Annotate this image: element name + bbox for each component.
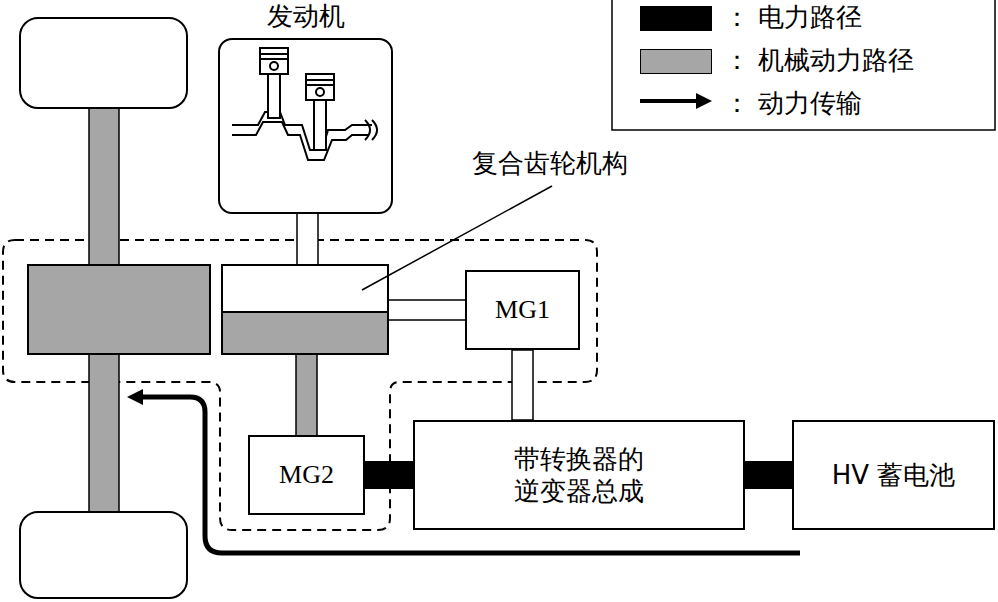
engine-shaft: [297, 212, 318, 267]
node-text: HV 蓄电池: [832, 459, 956, 492]
node-text: MG2: [279, 459, 334, 492]
node-text: MG1: [495, 294, 550, 327]
legend-text: ： 机械动力路径: [722, 45, 916, 76]
wheel: [20, 18, 187, 108]
mg2-shaft: [296, 352, 317, 437]
inverter-box: 带转换器的 逆变器总成: [413, 420, 745, 530]
mg1-shaft: [386, 300, 467, 320]
legend-text: ： 动力传输: [722, 88, 864, 119]
mg2-box: MG2: [248, 435, 365, 515]
arrow-head: [127, 389, 143, 405]
compound-gear-lower: [222, 312, 388, 354]
engine-box: 发动机: [218, 38, 393, 214]
mg1-box: MG1: [465, 270, 580, 350]
node-text: 发动机: [220, 0, 391, 33]
callout-label: 复合齿轮机构: [470, 148, 630, 179]
shaft-connector: [512, 350, 533, 420]
battery-box: HV 蓄电池: [792, 420, 995, 530]
power-flow-arrow: [140, 397, 800, 553]
legend-text: ： 电力路径: [722, 2, 864, 33]
legend-frame: [612, 0, 995, 130]
wheel: [20, 512, 187, 598]
power-cable: [745, 461, 792, 489]
legend-arrow-sample: [640, 93, 712, 109]
legend-swatch: [640, 6, 712, 31]
differential: [28, 265, 210, 354]
node-text: 带转换器的 逆变器总成: [507, 443, 652, 508]
compound-gear-upper: [222, 265, 388, 312]
power-cable: [365, 461, 413, 489]
legend-swatch: [640, 49, 712, 74]
